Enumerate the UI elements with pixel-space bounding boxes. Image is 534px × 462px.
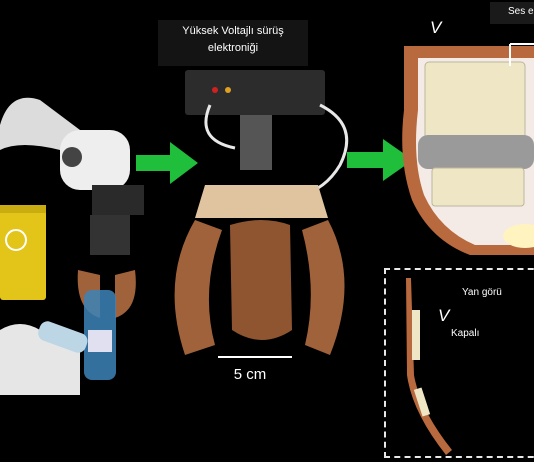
off-state-label: Kapalı (451, 328, 480, 339)
bin-rim (0, 205, 46, 213)
title-label: Yüksek Voltajlı sürüş elektroniği (158, 23, 308, 57)
voltage-label-top: V (430, 18, 442, 37)
actuator-pad-top (424, 61, 526, 141)
bottle-label (88, 330, 112, 352)
recycle-icon (5, 229, 27, 251)
title-line-2: elektroniği (207, 42, 259, 54)
title-box (158, 20, 308, 66)
pad-tip (503, 224, 534, 248)
gripper-electronics (90, 215, 130, 255)
title-line-1: Yüksek Voltajlı sürüş (182, 25, 284, 37)
side-pad-upper (412, 310, 420, 360)
robot-arm (0, 97, 82, 150)
gripper-column (240, 115, 272, 170)
arrow-right-1 (136, 142, 198, 184)
plastic-bottle (38, 321, 88, 353)
voltage-label-inset: V (438, 306, 450, 325)
ses-box (490, 2, 534, 24)
ses-label: Ses e (508, 6, 534, 17)
side-pad-lower (413, 387, 431, 417)
side-view-label: Yan görü (462, 287, 502, 298)
hv-cable-right (299, 103, 349, 197)
gripper-photo (174, 70, 349, 358)
cross-section-diagram (402, 43, 534, 255)
finger-hinge-base (195, 185, 328, 218)
side-view-finger (406, 278, 452, 455)
hv-cable-left (204, 104, 236, 150)
robot-wrist (60, 130, 130, 190)
side-view-drawing (406, 278, 452, 455)
led-red (212, 87, 218, 93)
finger-right (302, 220, 345, 355)
robot-photo (0, 97, 144, 395)
finger-center (230, 220, 292, 340)
hinge-layer (418, 135, 534, 169)
finger-left (174, 220, 222, 355)
arrow-right-2 (347, 139, 413, 181)
gripper-mount (92, 185, 144, 215)
wrist-joint (62, 147, 82, 167)
small-finger-right (115, 270, 136, 318)
driver-box (185, 70, 325, 115)
yellow-bin (0, 205, 46, 300)
led-amber (225, 87, 231, 93)
scale-label: 5 cm (233, 366, 267, 383)
actuator-pad-bottom (431, 167, 525, 207)
side-view-inset (384, 268, 534, 458)
